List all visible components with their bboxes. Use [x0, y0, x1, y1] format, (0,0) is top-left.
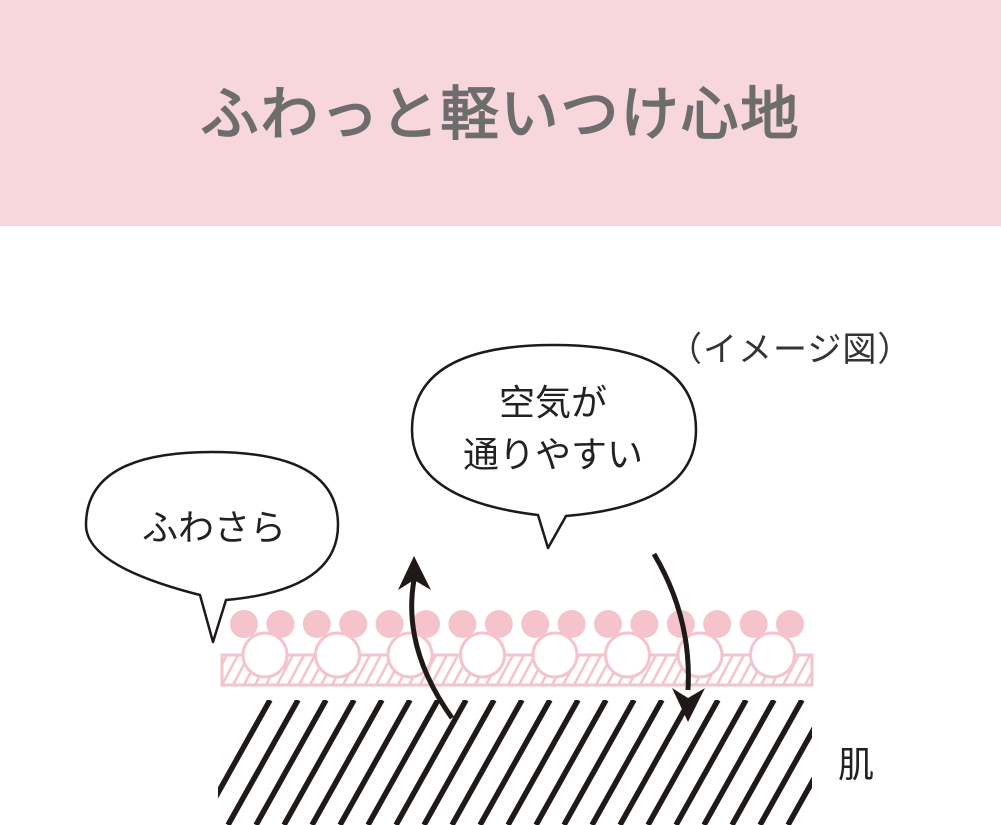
skin-hatch-line: [505, 700, 581, 825]
speech-bubble-left: [84, 450, 340, 644]
fabric-layer: [200, 610, 843, 687]
filled-fiber-circle: [266, 610, 295, 638]
skin-hatch-line: [253, 700, 329, 825]
filled-fiber-circle: [594, 610, 622, 638]
layer-hatch-line: [440, 655, 460, 685]
bubble-right-line2: 通りやすい: [462, 435, 643, 477]
filled-fiber-circle: [630, 610, 659, 638]
bubble-left-label: ふわさら: [141, 508, 286, 549]
hollow-fiber-circle: [314, 631, 361, 679]
layer-hatch-line: [649, 655, 669, 685]
skin-hatch-line: [561, 700, 637, 825]
layer-hatch-line: [715, 655, 735, 685]
layer-hatch-line: [726, 655, 746, 685]
bubble-left-text: ふわさら: [104, 503, 324, 555]
arrow-up: [398, 556, 455, 720]
skin-hatch-line: [477, 700, 553, 825]
skin-hatch-line: [617, 700, 693, 825]
layer-hatch-line: [792, 655, 812, 685]
layer-hatch-line: [506, 655, 526, 685]
layer-hatch-line: [222, 655, 240, 685]
header-banner: ふわっと軽いつけ心地: [0, 0, 1001, 226]
filled-fiber-circle: [302, 610, 331, 638]
filled-fiber-circle: [739, 610, 768, 638]
layer-hatch-line: [781, 655, 801, 685]
skin-hatch-line: [449, 700, 525, 825]
filled-fiber-circle: [375, 610, 404, 638]
skin-hatch-line: [533, 700, 609, 825]
skin-hatch-line: [337, 700, 413, 825]
layer-hatch-line: [352, 655, 372, 685]
hollow-fiber-circle: [604, 631, 651, 679]
skin-hatch-line: [281, 700, 357, 825]
layer-hatch-line: [495, 655, 515, 685]
layer-hatch-line: [660, 655, 680, 685]
skin-hatch-line: [701, 700, 777, 825]
layer-hatch-line: [363, 655, 383, 685]
skin-hatch-line: [757, 726, 812, 825]
layer-hatch-line: [275, 655, 295, 685]
skin-hatch-line: [309, 700, 385, 825]
skin-hatch-line: [645, 700, 721, 825]
skin-hatch-line: [729, 700, 805, 825]
skin-hatch-line: [225, 700, 301, 825]
hollow-fiber-circle: [531, 631, 579, 679]
filled-fiber-circle: [484, 610, 513, 638]
filled-fiber-circle: [703, 610, 732, 638]
bubble-right-text: 空気が 通りやすい: [412, 378, 694, 482]
layer-hatch-line: [816, 655, 832, 685]
filled-fiber-circle: [339, 610, 368, 638]
skin-hatch-line: [589, 700, 665, 825]
layer-hatch-line: [803, 669, 812, 685]
layer-hatch-line: [638, 655, 658, 685]
layer-hatch-line: [222, 655, 229, 668]
hollow-fiber-circle: [459, 631, 506, 679]
skin-hatch-line: [393, 700, 469, 825]
hollow-fiber-circle: [241, 631, 289, 679]
layer-hatch-line: [200, 655, 216, 685]
arrow-down: [651, 552, 705, 722]
layer-hatch-line: [286, 655, 306, 685]
layer-hatch-line: [583, 655, 603, 685]
layer-hatch-line: [429, 655, 449, 685]
hollow-fiber-circle: [749, 631, 796, 679]
skin-hatch: [218, 700, 812, 825]
skin-hatch-line: [785, 776, 812, 825]
layer-hatch-line: [297, 655, 317, 685]
filled-fiber-circle: [776, 610, 804, 638]
skin-label: 肌: [838, 745, 875, 786]
filled-fiber-circle: [448, 610, 477, 638]
skin-hatch-line: [218, 700, 273, 799]
filled-fiber-circle: [412, 610, 440, 638]
skin-hatch-line: [421, 700, 497, 825]
skin-hatch-line: [365, 700, 441, 825]
image-note: （イメージ図）: [668, 330, 913, 370]
page-title: ふわっと軽いつけ心地: [200, 80, 801, 148]
layer-hatch-line: [827, 655, 843, 685]
filled-fiber-circle: [521, 610, 550, 638]
skin-hatch-line: [673, 700, 749, 825]
layer-hatch-line: [572, 655, 592, 685]
bubble-right-line1: 空気が: [498, 383, 607, 424]
filled-fiber-circle: [557, 610, 586, 638]
speech-bubble-right: [410, 343, 698, 550]
filled-fiber-circle: [230, 610, 258, 638]
